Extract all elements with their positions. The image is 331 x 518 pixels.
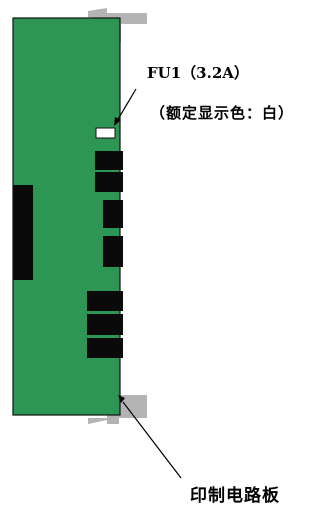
fuse-indicator-light: [95, 127, 116, 139]
fuse-leader-arrowhead: [114, 117, 121, 126]
left-edge-connector: [13, 185, 33, 280]
chip: [87, 314, 123, 335]
chip: [103, 236, 123, 267]
chip: [87, 338, 123, 358]
chip: [87, 291, 123, 311]
chip: [95, 172, 123, 192]
fuse-leader-line: [116, 88, 137, 122]
fuse-color-label: （额定显示色：白）: [150, 104, 295, 122]
chip: [103, 200, 123, 228]
chip: [95, 151, 123, 170]
pcb-leader-line: [122, 401, 182, 479]
pcb-leader-arrowhead: [118, 395, 125, 403]
pcb-label: 印制电路板: [190, 486, 280, 506]
fuse-label: FU1（3.2A）: [147, 64, 249, 82]
